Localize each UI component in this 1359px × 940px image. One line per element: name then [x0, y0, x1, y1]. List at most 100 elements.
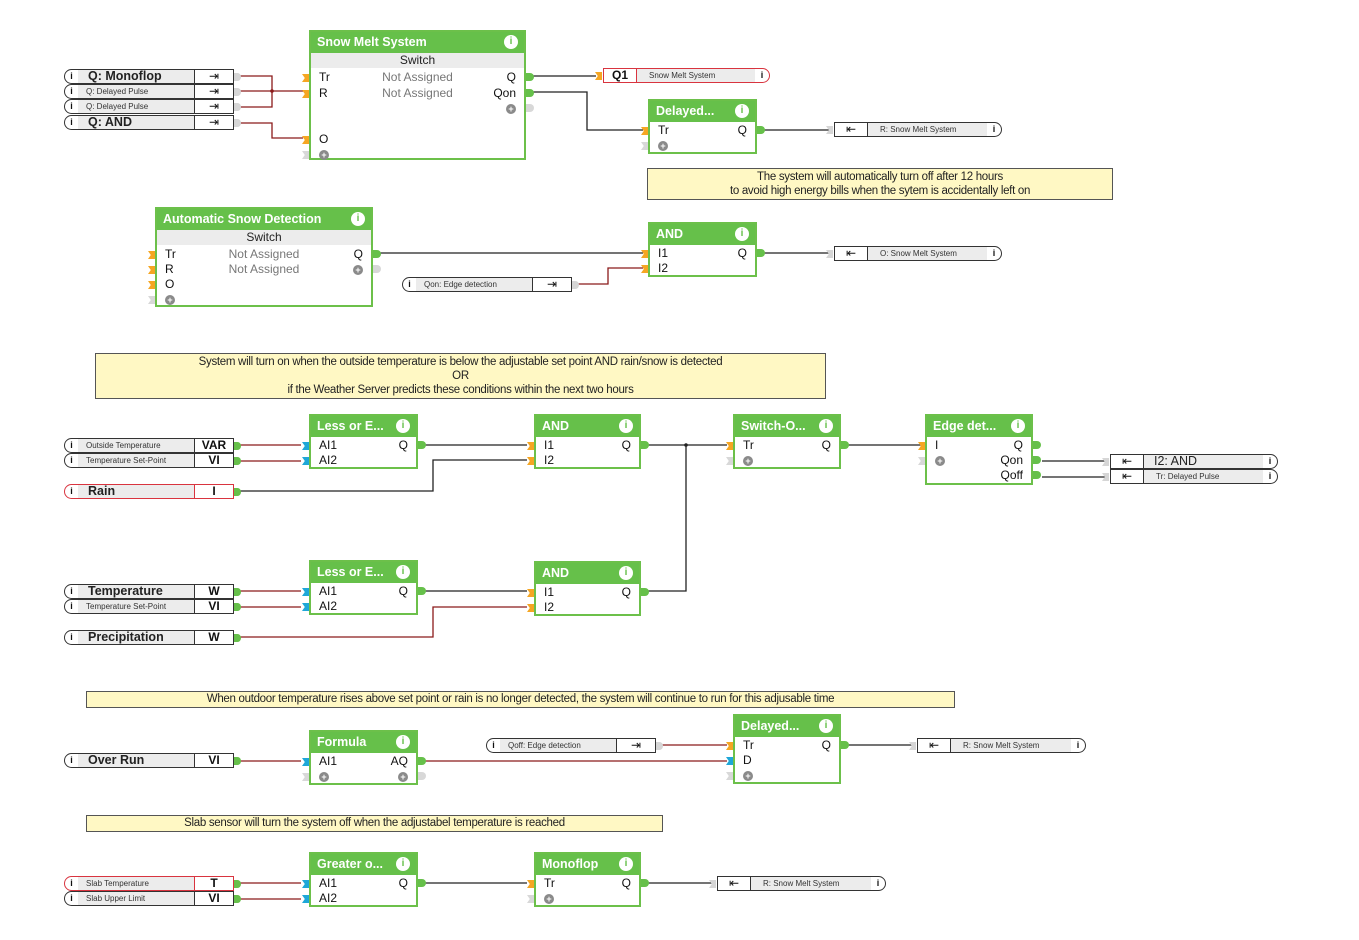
add-input-icon[interactable]: +: [165, 295, 175, 305]
add-input-icon[interactable]: +: [544, 894, 554, 904]
input-pin[interactable]: [302, 136, 309, 144]
input-pin[interactable]: [726, 442, 733, 450]
info-icon[interactable]: i: [1011, 419, 1025, 433]
block-delayed-pulse[interactable]: Delayed...i Tr Q D +: [726, 714, 849, 784]
input-ref-over-run[interactable]: i Over Run VI: [64, 753, 241, 768]
info-icon[interactable]: i: [70, 586, 73, 596]
block-greater-or-equal[interactable]: Greater o...i AI1 Q AI2: [302, 852, 426, 907]
add-output-icon[interactable]: +: [506, 104, 516, 114]
output-pin[interactable]: [418, 587, 426, 595]
add-output-icon[interactable]: +: [353, 265, 363, 275]
info-icon[interactable]: i: [819, 719, 833, 733]
input-pin[interactable]: [527, 442, 534, 450]
input-pin[interactable]: [302, 895, 309, 903]
info-icon[interactable]: i: [992, 124, 996, 134]
info-icon[interactable]: i: [351, 212, 365, 226]
info-icon[interactable]: i: [70, 755, 73, 765]
input-pin[interactable]: [527, 880, 534, 888]
output-pin[interactable]: [757, 126, 765, 134]
input-pin[interactable]: [726, 757, 733, 765]
input-ref-temperature-set-point[interactable]: i Temperature Set-Point VI: [64, 453, 241, 468]
input-ref-q-delayed-pulse[interactable]: i Q: Delayed Pulse ⇥: [64, 84, 241, 99]
output-pin[interactable]: [641, 879, 649, 887]
output-r-snow-melt-system[interactable]: ⇤ R: Snow Melt System i: [826, 122, 1002, 137]
input-pin[interactable]: [302, 457, 309, 465]
info-icon[interactable]: i: [619, 857, 633, 871]
input-ref-q-and[interactable]: i Q: AND ⇥: [64, 115, 241, 130]
input-pin[interactable]: [302, 74, 309, 82]
input-ref-slab-temperature[interactable]: i Slab Temperature T: [64, 876, 241, 891]
input-pin[interactable]: [148, 281, 155, 289]
input-ref-q-monoflop[interactable]: i Q: Monoflop ⇥: [64, 69, 241, 84]
info-icon[interactable]: i: [70, 440, 73, 450]
input-pin[interactable]: [302, 442, 309, 450]
input-pin[interactable]: [641, 127, 648, 135]
input-pin[interactable]: [918, 442, 925, 450]
output-pin[interactable]: [526, 89, 534, 97]
input-pin[interactable]: [302, 588, 309, 596]
input-ref-temperature-set-point[interactable]: i Temperature Set-Point VI: [64, 599, 241, 614]
info-icon[interactable]: i: [992, 248, 996, 258]
input-ref-temperature[interactable]: i Temperature W: [64, 584, 241, 599]
input-ref-qoff-edge-detection[interactable]: i Qoff: Edge detection ⇥: [486, 738, 663, 753]
output-r-snow-melt-system[interactable]: ⇤ R: Snow Melt System i: [909, 738, 1086, 753]
block-less-or-equal[interactable]: Less or E...i AI1 Q AI2: [302, 414, 426, 469]
input-pin[interactable]: [302, 90, 309, 98]
info-icon[interactable]: i: [1268, 471, 1272, 481]
output-q1-snow-melt-system[interactable]: Q1 Snow Melt System i: [595, 68, 770, 83]
comment-note-over-run[interactable]: When outdoor temperature rises above set…: [86, 691, 955, 708]
output-pin[interactable]: [841, 441, 849, 449]
info-icon[interactable]: i: [619, 419, 633, 433]
output-pin[interactable]: [641, 588, 649, 596]
info-icon[interactable]: i: [396, 565, 410, 579]
info-icon[interactable]: i: [396, 419, 410, 433]
output-pin[interactable]: [418, 879, 426, 887]
block-less-or-equal[interactable]: Less or E...i AI1 Q AI2: [302, 560, 426, 615]
comment-note-slab[interactable]: Slab sensor will turn the system off whe…: [86, 815, 663, 832]
block-switch-on-delay[interactable]: Switch-O...i Tr Q +: [726, 414, 849, 469]
info-icon[interactable]: i: [1076, 740, 1080, 750]
info-icon[interactable]: i: [70, 455, 73, 465]
info-icon[interactable]: i: [504, 35, 518, 49]
input-ref-outside-temperature[interactable]: i Outside Temperature VAR: [64, 438, 241, 453]
output-o-snow-melt-system[interactable]: ⇤ O: Snow Melt System i: [826, 246, 1002, 261]
input-pin[interactable]: [527, 604, 534, 612]
output-r-snow-melt-system[interactable]: ⇤ R: Snow Melt System i: [709, 876, 886, 891]
info-icon[interactable]: i: [876, 878, 880, 888]
output-pin[interactable]: [418, 441, 426, 449]
output-pin[interactable]: [641, 441, 649, 449]
input-pin[interactable]: [527, 457, 534, 465]
output-pin[interactable]: [1033, 441, 1041, 449]
comment-note-auto-off[interactable]: The system will automatically turn off a…: [647, 168, 1113, 200]
info-icon[interactable]: i: [735, 104, 749, 118]
output-pin[interactable]: [373, 250, 381, 258]
input-pin[interactable]: [527, 589, 534, 597]
info-icon[interactable]: i: [408, 279, 411, 289]
add-input-icon[interactable]: +: [658, 141, 668, 151]
input-pin[interactable]: [726, 742, 733, 750]
info-icon[interactable]: i: [70, 101, 73, 111]
block-delayed-pulse[interactable]: Delayed...i Tr Q +: [641, 99, 765, 154]
info-icon[interactable]: i: [70, 71, 73, 81]
input-pin[interactable]: [302, 880, 309, 888]
add-input-icon[interactable]: +: [743, 456, 753, 466]
input-ref-q-delayed-pulse[interactable]: i Q: Delayed Pulse ⇥: [64, 99, 241, 114]
input-pin[interactable]: [641, 250, 648, 258]
info-icon[interactable]: i: [492, 740, 495, 750]
output-pin[interactable]: [526, 73, 534, 81]
input-ref-rain[interactable]: i Rain I: [64, 484, 241, 499]
info-icon[interactable]: i: [735, 227, 749, 241]
info-icon[interactable]: i: [70, 893, 73, 903]
info-icon[interactable]: i: [396, 857, 410, 871]
info-icon[interactable]: i: [70, 486, 73, 496]
add-input-icon[interactable]: +: [319, 772, 329, 782]
info-icon[interactable]: i: [70, 601, 73, 611]
output-pin[interactable]: [757, 249, 765, 257]
block-edge-detection[interactable]: Edge det...i I Q + Qon Qoff: [918, 414, 1041, 485]
